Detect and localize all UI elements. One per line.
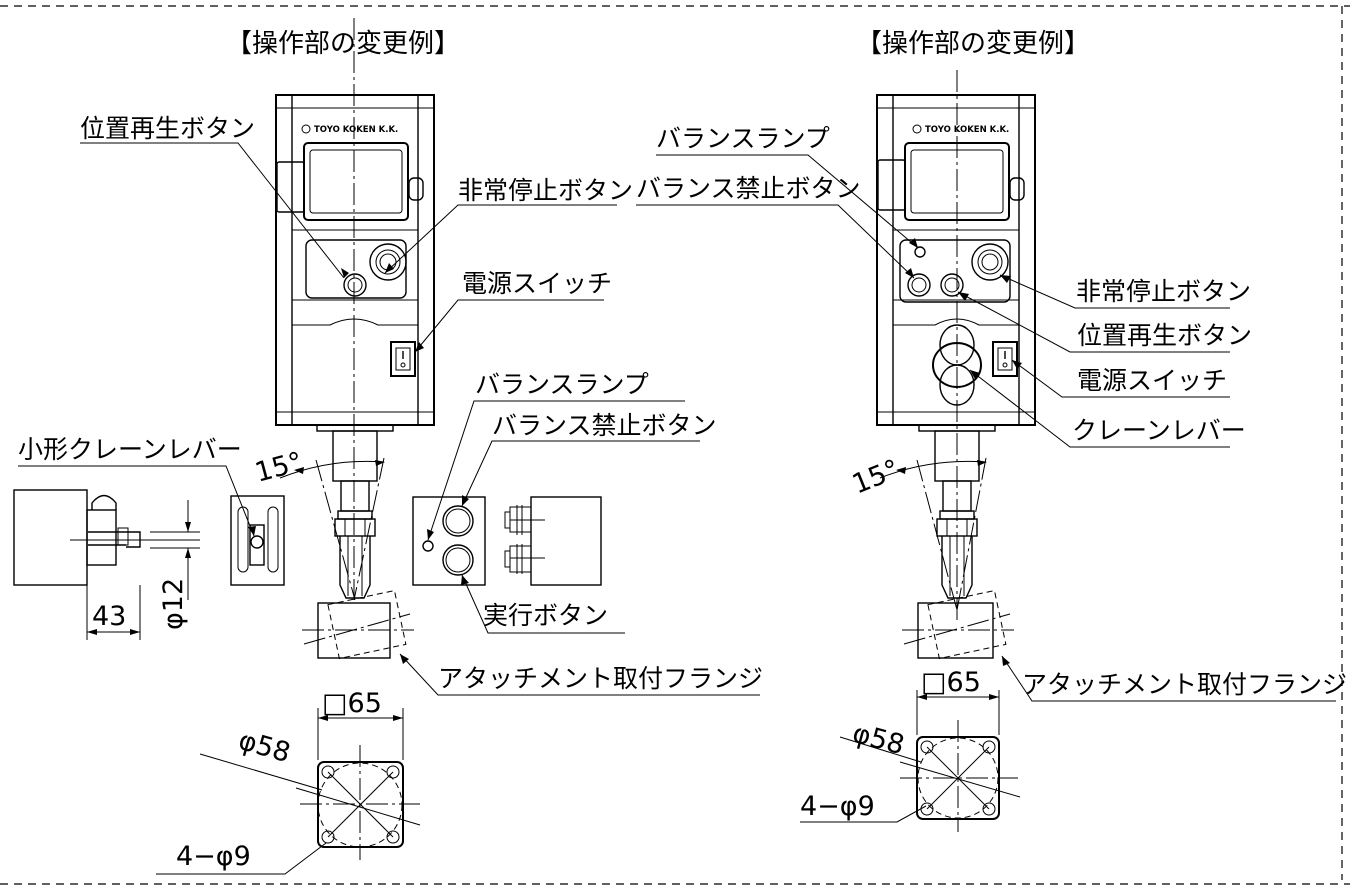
right-pendant-body xyxy=(876,94,1036,426)
left-angle-dim: 15° xyxy=(252,446,306,488)
right-drawing: 【操作部の変更例】 TOYO KOKEN K.K. xyxy=(636,29,1347,832)
left-label-position-replay: 位置再生ボタン xyxy=(80,114,255,143)
right-label-power-switch: 電源スイッチ xyxy=(1077,366,1227,395)
left-dia-dim: φ12 xyxy=(158,578,189,630)
left-balance-lamp xyxy=(422,540,434,552)
left-balance-block xyxy=(412,496,602,586)
left-shaft xyxy=(316,424,394,599)
right-display xyxy=(904,142,1010,221)
right-label-flange: アタッチメント取付フランジ xyxy=(1022,670,1347,699)
left-label-flange: アタッチメント取付フランジ xyxy=(438,664,763,693)
left-drawing: 【操作部の変更例】 TOYO KOKEN K.K. xyxy=(13,18,763,875)
right-pcd-dim: φ58 xyxy=(849,718,907,761)
left-balance-inhibit-button xyxy=(442,505,474,537)
right-label-emergency-stop: 非常停止ボタン xyxy=(1076,277,1251,306)
left-label-balance-lamp: バランスランプ xyxy=(475,370,649,399)
left-brand-logo: TOYO KOKEN K.K. xyxy=(314,125,398,135)
right-flange xyxy=(902,589,1014,660)
left-execute-button xyxy=(442,544,474,576)
left-label-execute: 実行ボタン xyxy=(483,601,608,630)
left-power-switch xyxy=(390,341,416,377)
right-power-switch xyxy=(992,341,1018,377)
left-crane-lever-views xyxy=(13,489,285,586)
right-label-balance-inhibit: バランス禁止ボタン xyxy=(636,174,861,203)
left-square-flange xyxy=(295,745,421,860)
left-width-dim: 43 xyxy=(92,601,126,632)
right-position-replay-button xyxy=(940,273,964,297)
right-square-flange xyxy=(899,720,1021,832)
right-crane-lever xyxy=(932,324,982,406)
right-label-crane-lever: クレーンレバー xyxy=(1072,416,1246,445)
left-position-replay-button xyxy=(343,273,367,297)
left-square-dim: □65 xyxy=(322,688,382,719)
sheet-border xyxy=(0,5,1350,885)
right-balance-inhibit-button xyxy=(907,273,931,297)
left-emergency-stop-button xyxy=(369,243,407,281)
left-label-power-switch: 電源スイッチ xyxy=(462,269,612,298)
right-title: 【操作部の変更例】 xyxy=(856,29,1090,59)
left-button-panel xyxy=(305,239,407,299)
right-button-panel xyxy=(899,239,1011,303)
left-holes-dim: 4−φ9 xyxy=(176,841,251,872)
right-angle-dim: 15° xyxy=(848,454,904,501)
right-shaft xyxy=(918,424,996,599)
left-display xyxy=(303,142,409,221)
left-flange xyxy=(302,589,414,660)
right-brand-logo: TOYO KOKEN K.K. xyxy=(925,125,1009,135)
right-label-balance-lamp: バランスランプ xyxy=(656,124,830,153)
right-callouts: バランスランプ バランス禁止ボタン 非常停止ボタン 位置再生ボタン 電源スイッチ… xyxy=(636,124,1347,702)
left-title: 【操作部の変更例】 xyxy=(226,29,460,59)
right-emergency-stop-button xyxy=(971,243,1009,281)
left-pcd-dim: φ58 xyxy=(235,725,294,769)
right-square-dim: □65 xyxy=(921,667,981,698)
left-label-emergency-stop: 非常停止ボタン xyxy=(458,176,633,205)
left-callouts: 位置再生ボタン 非常停止ボタン 電源スイッチ バランスランプ バランス禁止ボタン… xyxy=(18,114,763,696)
right-holes-dim: 4−φ9 xyxy=(800,791,875,822)
left-label-balance-inhibit: バランス禁止ボタン xyxy=(492,411,717,440)
right-label-position-replay: 位置再生ボタン xyxy=(1077,321,1252,350)
right-balance-lamp xyxy=(914,246,926,258)
left-label-small-crane-lever: 小形クレーンレバー xyxy=(18,435,242,464)
